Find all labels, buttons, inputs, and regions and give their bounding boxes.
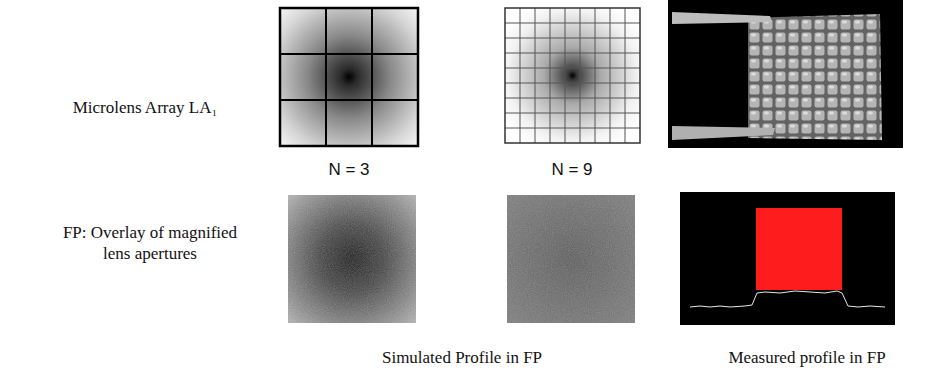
noise-texture [288, 195, 416, 323]
grid-lines [280, 8, 418, 146]
column-caption: Measured profile in FP [692, 347, 922, 368]
array-size: N = 3 [289, 159, 409, 180]
column-caption: Simulated Profile in FP [322, 347, 602, 368]
array-size: N = 9 [512, 159, 632, 180]
measured-spot [756, 208, 842, 290]
grid-border [280, 8, 418, 146]
simulated-profile [288, 195, 416, 323]
microlens-photo [748, 14, 882, 140]
row-heading: FP: Overlay of magnified lens apertures [54, 222, 246, 265]
noise-texture [507, 195, 635, 323]
grid-border [505, 8, 640, 143]
simulated-profile [507, 195, 635, 323]
intensity-profile [690, 291, 885, 307]
tweezer-tip [672, 12, 772, 24]
grid-lines [505, 8, 640, 143]
lens-array [280, 8, 418, 146]
lens-array [505, 8, 640, 143]
tweezer-tip [672, 126, 775, 140]
photo-background [668, 0, 903, 148]
row-heading: Microlens Array LA₁ [25, 97, 265, 118]
measured-background [680, 192, 895, 325]
